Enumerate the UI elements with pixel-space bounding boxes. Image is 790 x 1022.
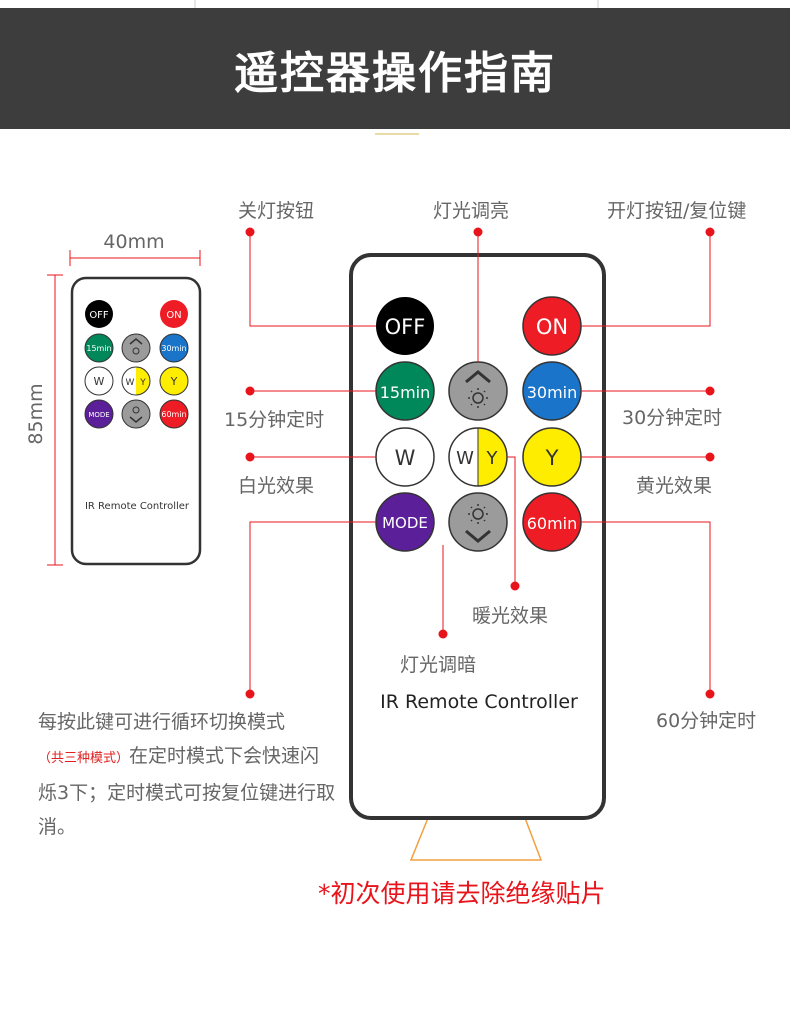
- callout-lines: [249, 232, 711, 693]
- dot-mode: [245, 689, 255, 699]
- timer-60min-label: 60min: [527, 514, 578, 533]
- small-warm-y-label: Y: [139, 378, 146, 388]
- dim-icon: [465, 504, 491, 543]
- warm-light-y-label: Y: [486, 448, 499, 469]
- width-dimension-label: 40mm: [103, 231, 164, 253]
- small-white-button: [84, 366, 114, 396]
- small-off-button: [85, 300, 113, 328]
- small-15min-label: 15min: [86, 344, 111, 353]
- small-mode-button: [84, 399, 114, 429]
- callout-off: [249, 232, 376, 327]
- label-30min: 30分钟定时: [622, 407, 723, 429]
- off-button: [376, 297, 434, 355]
- dot-warm: [510, 581, 520, 591]
- warm-light-w-label: W: [456, 448, 474, 469]
- small-60min-button: [159, 399, 189, 429]
- mode-description: 每按此键可进行循环切换模式 （共三种模式）在定时模式下会快速闪烁3下；定时模式可…: [38, 705, 338, 844]
- callout-on: [581, 232, 711, 327]
- off-button-label: OFF: [385, 315, 426, 339]
- small-warm-button: [121, 366, 151, 396]
- header-banner: 遥控器操作指南: [0, 8, 790, 129]
- small-white-label: W: [94, 375, 105, 388]
- label-brighten: 灯光调亮: [433, 200, 510, 222]
- label-yellow: 黄光效果: [636, 475, 713, 497]
- label-60min: 60分钟定时: [656, 710, 757, 732]
- brighten-icon: [465, 370, 491, 408]
- small-remote-brand: IR Remote Controller: [85, 501, 190, 512]
- small-30min-button: [159, 333, 189, 363]
- large-remote-brand: IR Remote Controller: [380, 691, 578, 713]
- small-30min-label: 30min: [161, 344, 186, 353]
- accent-line: [375, 133, 419, 135]
- mode-note-line1: 每按此键可进行循环切换模式: [38, 711, 286, 733]
- callout-warm: [507, 456, 516, 585]
- small-mode-label: MODE: [88, 411, 109, 419]
- small-60min-label: 60min: [161, 410, 186, 419]
- timer-15min-label: 15min: [380, 383, 431, 402]
- label-white: 白光效果: [238, 475, 315, 497]
- label-dim: 灯光调暗: [400, 654, 477, 676]
- dot-30min: [705, 386, 715, 396]
- label-15min: 15分钟定时: [224, 409, 325, 431]
- dot-dim: [438, 629, 448, 639]
- dot-yellow: [705, 452, 715, 462]
- insulation-warning: *初次使用请去除绝缘贴片: [318, 879, 606, 908]
- small-remote-figure: 40mm 85mm OFF ON 15min 30min W W Y Y: [25, 231, 202, 566]
- label-on: 开灯按钮/复位键: [607, 200, 747, 222]
- dot-on: [705, 227, 715, 237]
- dot-off: [245, 227, 255, 237]
- on-button-label: ON: [536, 315, 568, 339]
- warm-light-button: [448, 427, 508, 487]
- label-off: 关灯按钮: [238, 200, 315, 222]
- timer-30min-label: 30min: [527, 383, 578, 402]
- callout-60min: [581, 521, 711, 693]
- small-yellow-label: Y: [170, 375, 178, 388]
- battery-insulation-tab: [409, 817, 543, 861]
- small-yellow-button: [159, 366, 189, 396]
- small-on-label: ON: [166, 310, 181, 321]
- dot-white: [245, 452, 255, 462]
- dot-60min: [705, 689, 715, 699]
- large-remote-figure: OFF ON 15min 30min W: [349, 253, 606, 861]
- mode-note-highlight: （共三种模式）: [38, 751, 130, 766]
- height-dimension-label: 85mm: [25, 383, 47, 444]
- mode-button-label: MODE: [382, 514, 428, 532]
- small-dim-icon: [129, 406, 143, 423]
- dot-15min: [245, 386, 255, 396]
- small-off-label: OFF: [89, 310, 109, 321]
- label-warm: 暖光效果: [472, 605, 549, 627]
- callout-mode: [249, 521, 376, 693]
- dot-brighten: [473, 227, 483, 237]
- small-brighten-icon: [129, 338, 143, 355]
- yellow-light-label: Y: [545, 446, 559, 470]
- small-on-button: [160, 300, 188, 328]
- page-title: 遥控器操作指南: [234, 47, 556, 99]
- small-15min-button: [84, 333, 114, 363]
- small-warm-w-label: W: [126, 378, 135, 388]
- top-divider-lines: [194, 0, 599, 8]
- white-light-label: W: [395, 446, 416, 470]
- mode-note-rest: 在定时模式下会快速闪烁3下；定时模式可按复位键进行取消。: [38, 745, 336, 838]
- small-dim-button: [121, 399, 151, 429]
- callout-dots: [245, 227, 715, 699]
